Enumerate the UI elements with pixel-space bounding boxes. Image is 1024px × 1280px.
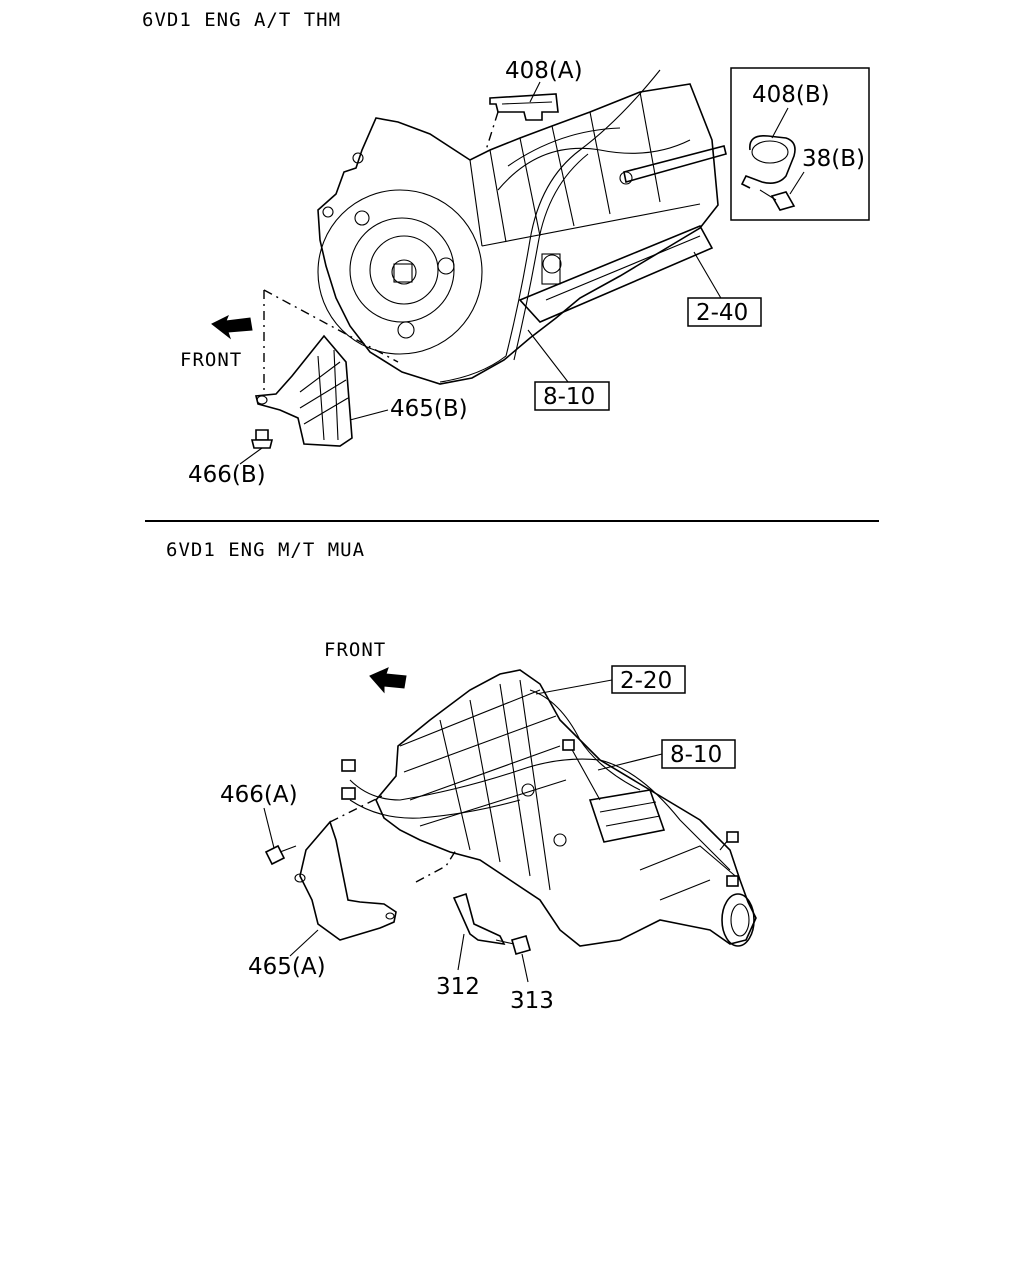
part-465a-bracket <box>294 820 397 941</box>
automatic-transmission-drawing <box>317 69 727 385</box>
callout-466b: 466(B) <box>188 462 266 488</box>
front-arrow-mt-icon <box>369 667 407 694</box>
callout-408a: 408(A) <box>505 58 583 84</box>
leader-465b <box>349 409 389 421</box>
manual-transmission-drawing <box>341 669 757 947</box>
leader-ref-8-10-mt <box>597 753 663 771</box>
part-408a-bracket <box>485 93 559 151</box>
front-arrow-at-icon <box>211 314 253 340</box>
bolt-313-icon <box>495 935 531 955</box>
detail-inset-box <box>730 67 870 221</box>
leader-ref-2-20 <box>535 679 613 695</box>
leader-312 <box>457 933 465 971</box>
section-title-mt: 6VD1 ENG M/T MUA <box>166 539 365 561</box>
leader-466a <box>263 807 275 849</box>
ref-box-2-20 <box>611 665 686 694</box>
callout-465b: 465(B) <box>390 396 468 422</box>
ref-2-40-label: 2-40 <box>696 300 748 326</box>
leader-466b <box>239 447 263 465</box>
dash-line-312 <box>415 849 457 883</box>
ref-box-2-40 <box>687 297 762 327</box>
ref-8-10-at-label: 8-10 <box>543 384 595 410</box>
ref-8-10-mt-label: 8-10 <box>670 742 722 768</box>
callout-466a: 466(A) <box>220 782 298 808</box>
callout-465a: 465(A) <box>248 954 326 980</box>
callout-313: 313 <box>510 988 554 1014</box>
ref-2-20-label: 2-20 <box>620 668 672 694</box>
leader-38b <box>789 171 805 195</box>
section-title-at: 6VD1 ENG A/T THM <box>142 9 341 31</box>
part-312-bracket <box>452 892 506 946</box>
callout-38b: 38(B) <box>802 146 865 172</box>
part-465b-plate <box>254 334 353 447</box>
bolt-466a-icon <box>264 844 297 866</box>
ref-box-8-10-mt <box>661 739 736 769</box>
front-label-at: FRONT <box>180 349 242 371</box>
leader-408a <box>529 81 541 103</box>
dash-line-465b-b <box>263 289 399 363</box>
leader-ref-2-40 <box>693 251 723 301</box>
bolt-466b-icon <box>250 429 274 449</box>
dash-line-465a <box>329 795 383 823</box>
leader-408b <box>771 107 789 139</box>
callout-312: 312 <box>436 974 480 1000</box>
front-label-mt: FRONT <box>324 639 386 661</box>
leader-313 <box>521 953 529 983</box>
ref-box-8-10-at <box>534 381 610 411</box>
leader-465a <box>289 929 319 957</box>
callout-408b: 408(B) <box>752 82 830 108</box>
leader-ref-8-10-at <box>527 329 569 383</box>
